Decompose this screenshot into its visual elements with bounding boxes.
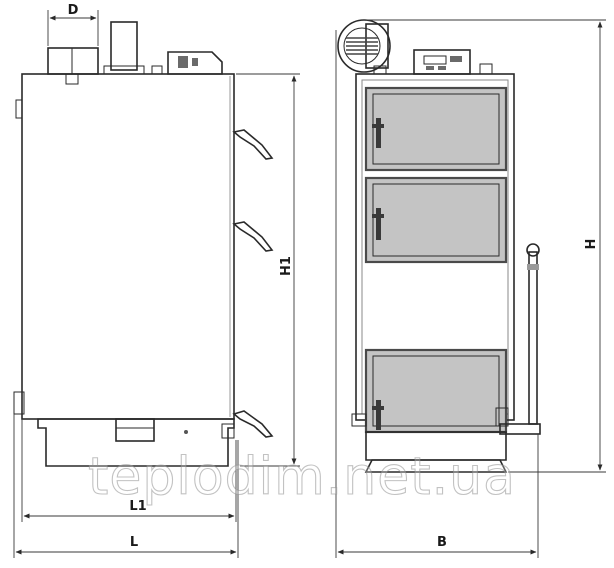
dimension-label-l1: L1 [129, 499, 146, 514]
front-base [364, 431, 508, 473]
door-handle [232, 221, 274, 252]
dimension-label-b: B [437, 535, 447, 550]
lower-door [364, 348, 508, 434]
dimension-b: B [335, 30, 539, 558]
dimension-l1: L1 [21, 419, 237, 522]
side-view [13, 21, 274, 467]
side-body [21, 73, 235, 420]
flue-pipe [47, 47, 99, 85]
top-column [103, 21, 145, 75]
dimension-l: L [13, 414, 239, 558]
watermark-text: teplodim.net.ua [88, 447, 516, 507]
dimension-h: H [366, 19, 606, 473]
rear-connection [13, 391, 25, 415]
dimension-label-h: H [584, 239, 599, 250]
fan-blower-icon [337, 19, 391, 75]
dimension-label-l: L [130, 535, 138, 550]
upper-door [364, 86, 508, 172]
door-handle [232, 410, 274, 438]
dimension-label-h1: H1 [279, 256, 294, 276]
front-view [337, 19, 541, 473]
return-pipe [495, 243, 541, 435]
side-base [37, 418, 235, 467]
control-box [151, 51, 223, 75]
door-handle [232, 129, 274, 160]
dimension-label-d: D [68, 3, 79, 18]
front-top-fitting [479, 63, 493, 75]
dimension-h1: H1 [236, 73, 300, 467]
middle-door [364, 176, 508, 264]
dimension-d: D [47, 3, 99, 46]
side-bracket [15, 99, 23, 119]
controller-panel [413, 49, 471, 75]
